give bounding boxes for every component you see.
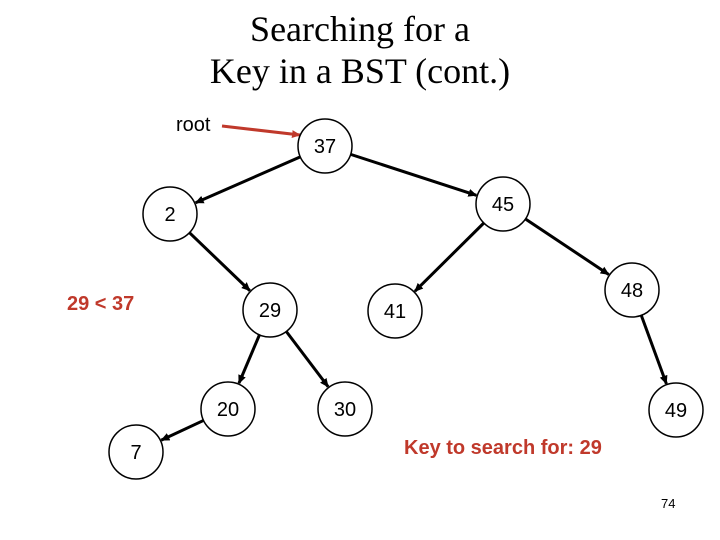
node-circle	[648, 382, 704, 438]
node-value: 2	[164, 204, 175, 226]
tree-node-29: 29	[242, 282, 298, 338]
node-circle	[297, 118, 353, 174]
tree-node-49: 49	[648, 382, 704, 438]
tree-node-48: 48	[604, 262, 660, 318]
edge-n37-n2	[194, 155, 301, 205]
edge-n29-n30	[285, 330, 330, 388]
tree-node-37: 37	[297, 118, 353, 174]
node-value: 45	[492, 194, 514, 216]
edge-n2-n29	[188, 231, 251, 292]
node-circle	[242, 282, 298, 338]
tree-node-7: 7	[108, 424, 164, 480]
tree-node-2: 2	[142, 186, 198, 242]
page-number: 74	[661, 496, 676, 511]
root-label: root	[176, 114, 211, 136]
comparison-label: 29 < 37	[67, 293, 135, 315]
node-circle	[367, 283, 423, 339]
tree-node-45: 45	[475, 176, 531, 232]
edge-n45-n48	[524, 217, 610, 276]
edge-n45-n41	[413, 221, 485, 293]
node-value: 29	[259, 300, 281, 322]
title-line-1: Searching for a	[250, 9, 470, 49]
node-value: 30	[334, 399, 356, 421]
node-value: 7	[130, 442, 141, 464]
node-circle	[142, 186, 198, 242]
edge-n37-n45	[350, 152, 478, 197]
node-circle	[200, 381, 256, 437]
node-value: 48	[621, 280, 643, 302]
edge-n29-n20	[237, 334, 261, 385]
node-value: 37	[314, 136, 336, 158]
node-circle	[108, 424, 164, 480]
node-circle	[475, 176, 531, 232]
edge-n20-n7	[160, 419, 205, 442]
edge-n48-n49	[639, 314, 668, 385]
node-value: 20	[217, 399, 239, 421]
tree-node-41: 41	[367, 283, 423, 339]
node-value: 49	[665, 400, 687, 422]
root-pointer-arrow	[221, 124, 301, 139]
tree-node-30: 30	[317, 381, 373, 437]
slide-title: Searching for a Key in a BST (cont.)	[0, 8, 720, 92]
node-value: 41	[384, 301, 406, 323]
node-circle	[604, 262, 660, 318]
title-line-2: Key in a BST (cont.)	[209, 51, 511, 91]
node-circle	[317, 381, 373, 437]
search-key-label: Key to search for: 29	[404, 437, 602, 459]
tree-node-20: 20	[200, 381, 256, 437]
